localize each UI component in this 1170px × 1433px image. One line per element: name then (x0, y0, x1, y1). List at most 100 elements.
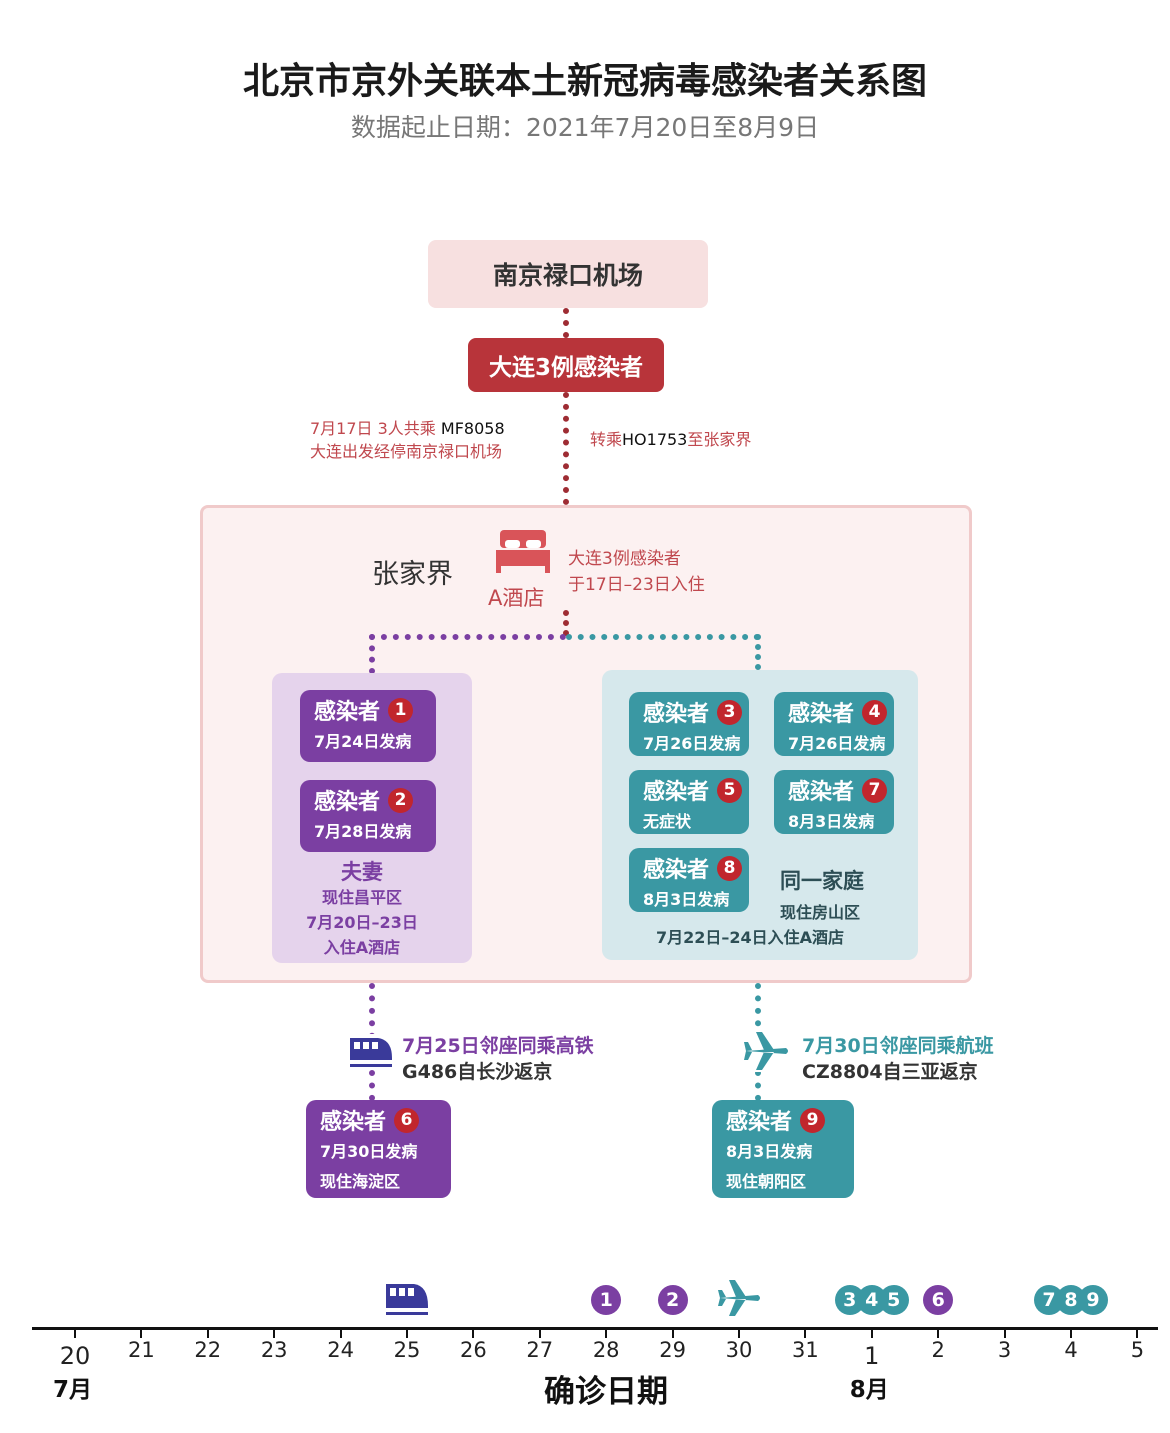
tick-label: 23 (260, 1338, 288, 1362)
case-residence: 现住朝阳区 (726, 1172, 807, 1191)
case-9-card: 感染者 9 8月3日发病 现住朝阳区 (712, 1100, 854, 1198)
axis-tick (804, 1330, 807, 1338)
zhangjiajie-label: 张家界 (372, 559, 453, 590)
axis-tick (1070, 1330, 1072, 1338)
case-number-badge: 6 (394, 1107, 420, 1133)
couple-stay-hotel: 入住A酒店 (323, 938, 401, 957)
case-label: 感染者 (788, 702, 855, 727)
case-number-badge: 3 (717, 699, 743, 725)
case-label: 感染者 (314, 700, 381, 725)
family-title: 同一家庭 (780, 869, 864, 893)
flight-note-text: 7月17日 3人共乘 (310, 419, 441, 438)
case-number-badge: 8 (717, 855, 743, 881)
date-range: 数据起止日期：2021年7月20日至8月9日 (350, 113, 820, 142)
tick-label: 20 (59, 1342, 91, 1370)
case-onset: 7月30日发病 (320, 1142, 418, 1161)
connector (563, 392, 569, 505)
train-route-number: G486自长沙返京 (402, 1061, 553, 1083)
flight-route-number: CZ8804自三亚返京 (802, 1061, 978, 1083)
connector (563, 610, 569, 636)
case-marker: 9 (1078, 1285, 1108, 1315)
hotel-note: 大连3例感染者 (568, 549, 681, 569)
transfer-suffix: 至张家界 (687, 430, 752, 449)
origin-airport-box: 南京禄口机场 (428, 240, 708, 308)
tick-label: 3 (997, 1338, 1012, 1362)
connector-teal (566, 634, 760, 640)
timeline-axis (32, 1327, 1158, 1330)
case-number-badge: 2 (388, 787, 414, 813)
case-card: 感染者 4 7月26日发病 (774, 692, 894, 756)
case-onset: 8月3日发病 (788, 812, 875, 831)
case-label: 感染者 (788, 780, 855, 805)
plane-icon (742, 1030, 790, 1072)
case-6-card: 感染者 6 7月30日发病 现住海淀区 (306, 1100, 451, 1198)
dalian-cases-box: 大连3例感染者 (468, 338, 664, 392)
case-onset: 7月26日发病 (788, 734, 886, 753)
axis-tick (1136, 1330, 1139, 1338)
case-number-badge: 5 (717, 777, 743, 803)
case-onset: 7月28日发病 (314, 822, 412, 841)
tick-label: 28 (592, 1338, 620, 1362)
axis-tick (74, 1330, 76, 1338)
month-label: 7月 (53, 1377, 93, 1403)
train-icon (348, 1034, 394, 1068)
connector-purple (369, 634, 566, 640)
hotel-label: A酒店 (488, 586, 545, 610)
case-marker: 5 (878, 1285, 909, 1315)
case-onset: 无症状 (643, 812, 692, 831)
tick-label: 21 (128, 1338, 155, 1362)
train-icon (386, 1284, 428, 1315)
transfer-code: HO1753 (622, 430, 688, 449)
connector-teal (755, 634, 761, 670)
axis-tick (1003, 1330, 1006, 1338)
tick-label: 27 (526, 1338, 554, 1362)
case-number-badge: 9 (800, 1107, 826, 1133)
case-label: 感染者 (643, 780, 710, 805)
case-marker: 6 (923, 1285, 954, 1315)
case-onset: 8月3日发病 (726, 1142, 813, 1161)
tick-label: 4 (1064, 1338, 1078, 1362)
bed-icon (496, 530, 550, 573)
case-onset: 7月26日发病 (643, 734, 741, 753)
case-number-badge: 4 (862, 699, 888, 725)
axis-tick (738, 1330, 740, 1338)
tick-label: 22 (194, 1338, 222, 1362)
tick-label: 31 (792, 1338, 819, 1362)
case-marker: 1 (591, 1285, 622, 1315)
axis-tick (472, 1330, 475, 1338)
axis-tick (206, 1330, 209, 1338)
tick-label: 2 (931, 1338, 945, 1362)
couple-residence: 现住昌平区 (321, 888, 402, 907)
case-label: 感染者 (643, 858, 710, 883)
flight-code: MF8058 (440, 419, 505, 438)
axis-tick (605, 1330, 608, 1338)
case-residence: 现住海淀区 (320, 1172, 401, 1191)
axis-tick (870, 1330, 873, 1338)
couple-stay-dates: 7月20日–23日 (306, 913, 418, 932)
axis-tick (671, 1330, 674, 1338)
hotel-note-dates: 于17日–23日入住 (568, 575, 705, 595)
flight-route-date: 7月30日邻座同乘航班 (802, 1035, 994, 1057)
axis-tick (538, 1330, 541, 1338)
case-label: 感染者 (320, 1110, 387, 1135)
plane-icon (718, 1280, 760, 1316)
tick-label: 30 (725, 1338, 753, 1362)
axis-title: 确诊日期 (544, 1374, 668, 1410)
axis-tick (273, 1330, 276, 1338)
case-label: 感染者 (726, 1110, 793, 1135)
flight-note: 7月17日 3人共乘 MF8058 大连出发经停南京禄口机场 (310, 417, 505, 463)
axis-tick (406, 1330, 408, 1338)
case-marker: 2 (657, 1285, 688, 1315)
tick-label: 26 (460, 1338, 487, 1362)
month-label: 8月 (849, 1377, 889, 1403)
tick-label: 29 (659, 1338, 686, 1362)
axis-tick (339, 1330, 342, 1338)
axis-tick (937, 1330, 940, 1338)
tick-label: 5 (1130, 1338, 1145, 1362)
family-stay: 7月22日–24日入住A酒店 (656, 928, 845, 947)
